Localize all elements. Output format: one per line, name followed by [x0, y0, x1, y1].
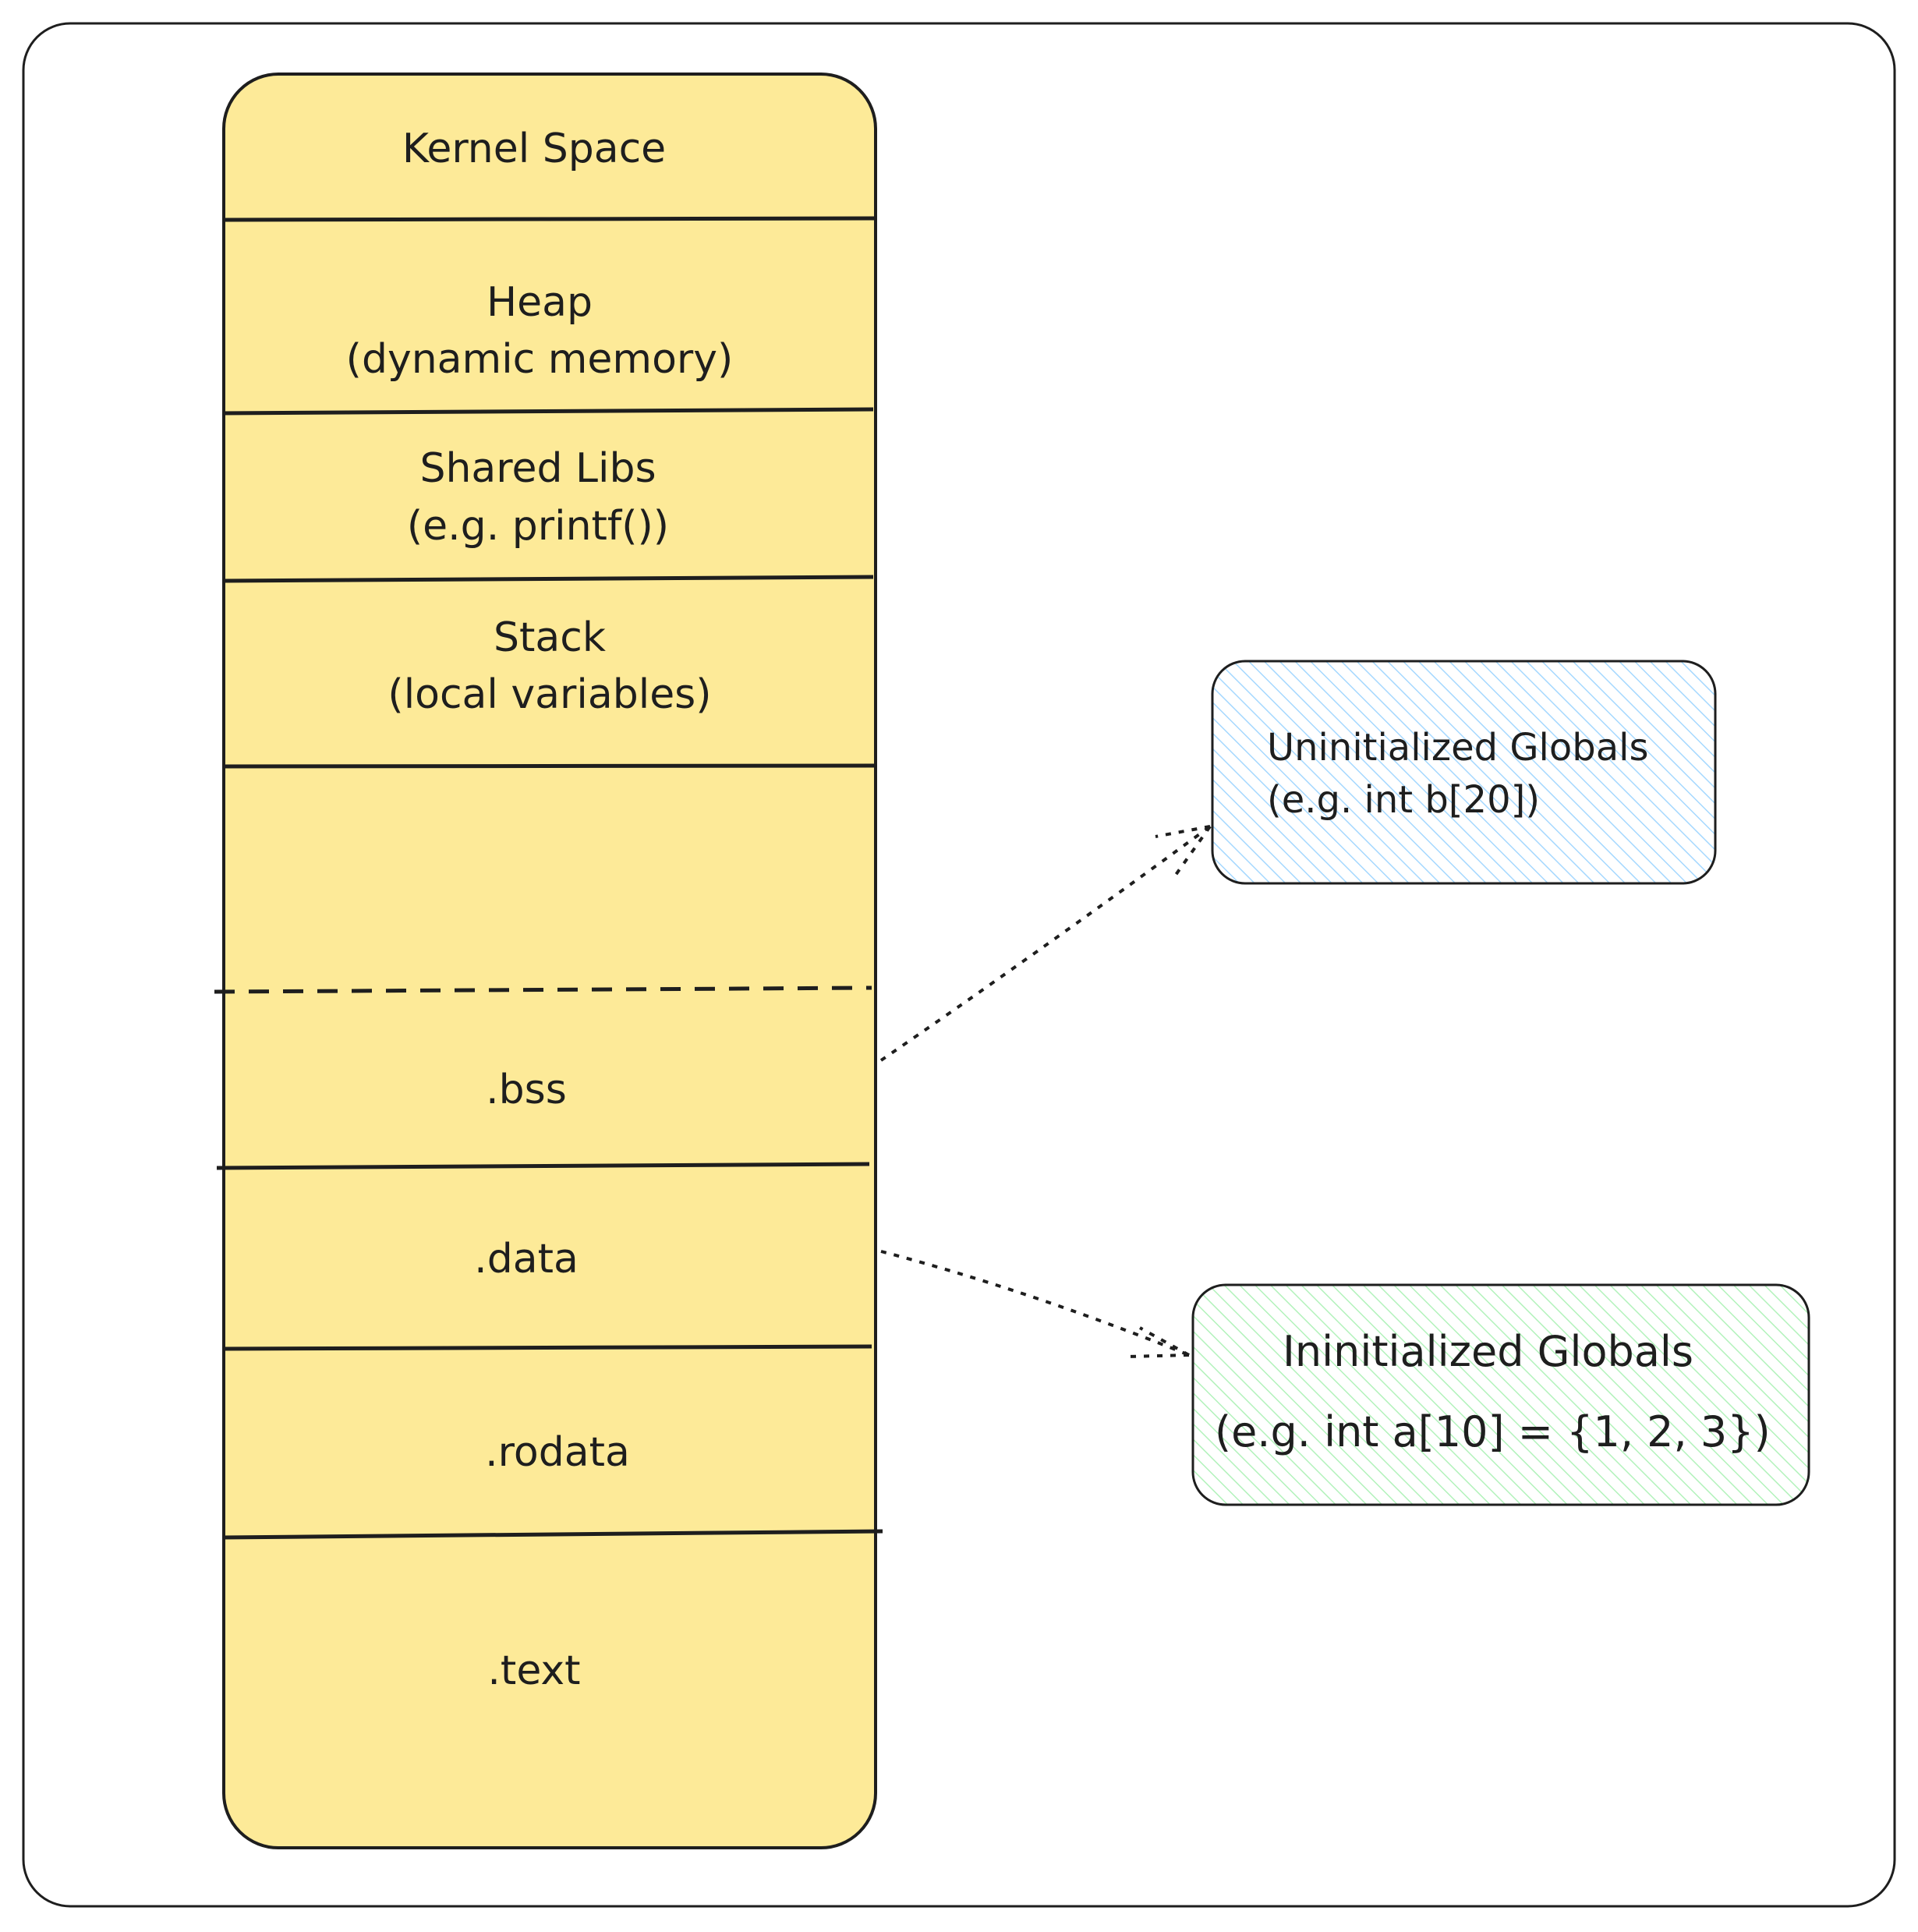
- divider-kernel-heap: [221, 216, 876, 222]
- stack-sublabel: (local variables): [387, 671, 711, 718]
- bss-connector-arrow: [879, 825, 1212, 1062]
- stack-label: Stack: [494, 614, 606, 661]
- data-label: .data: [474, 1236, 579, 1283]
- uninitialized-globals-label: Uninitialized Globals: [1267, 726, 1648, 770]
- initialized-globals-box: [1191, 1283, 1810, 1506]
- initialized-globals-callout: Ininitialized Globals (e.g. int a[10] = …: [1191, 1283, 1810, 1506]
- initialized-globals-label: Ininitialized Globals: [1283, 1327, 1693, 1376]
- initialized-globals-example: (e.g. int a[10] = {1, 2, 3}): [1215, 1407, 1771, 1456]
- heap-sublabel: (dynamic memory): [346, 336, 734, 383]
- kernel-space-label: Kernel Space: [402, 126, 666, 172]
- rodata-label: .rodata: [485, 1429, 630, 1476]
- divider-libs-stack: [221, 575, 874, 583]
- memory-column-box: [222, 73, 877, 1849]
- memory-column: Kernel Space Heap (dynamic memory) Share…: [214, 73, 883, 1849]
- divider-heap-libs: [221, 407, 874, 416]
- uninitialized-globals-example: (e.g. int b[20]): [1267, 778, 1540, 822]
- uninitialized-globals-box: [1211, 660, 1717, 885]
- divider-free-bss-dashed: [214, 985, 872, 994]
- uninitialized-globals-callout: Uninitialized Globals (e.g. int b[20]): [1211, 660, 1717, 885]
- text-label: .text: [487, 1647, 580, 1694]
- divider-data-rodata: [221, 1344, 872, 1351]
- data-connector-arrow: [880, 1250, 1190, 1358]
- divider-bss-data: [216, 1162, 870, 1170]
- shared-libs-sublabel: (e.g. printf()): [407, 503, 669, 550]
- shared-libs-label: Shared Libs: [419, 445, 656, 492]
- divider-rodata-text: [221, 1529, 883, 1540]
- heap-label: Heap: [487, 279, 593, 326]
- bss-label: .bss: [486, 1067, 567, 1113]
